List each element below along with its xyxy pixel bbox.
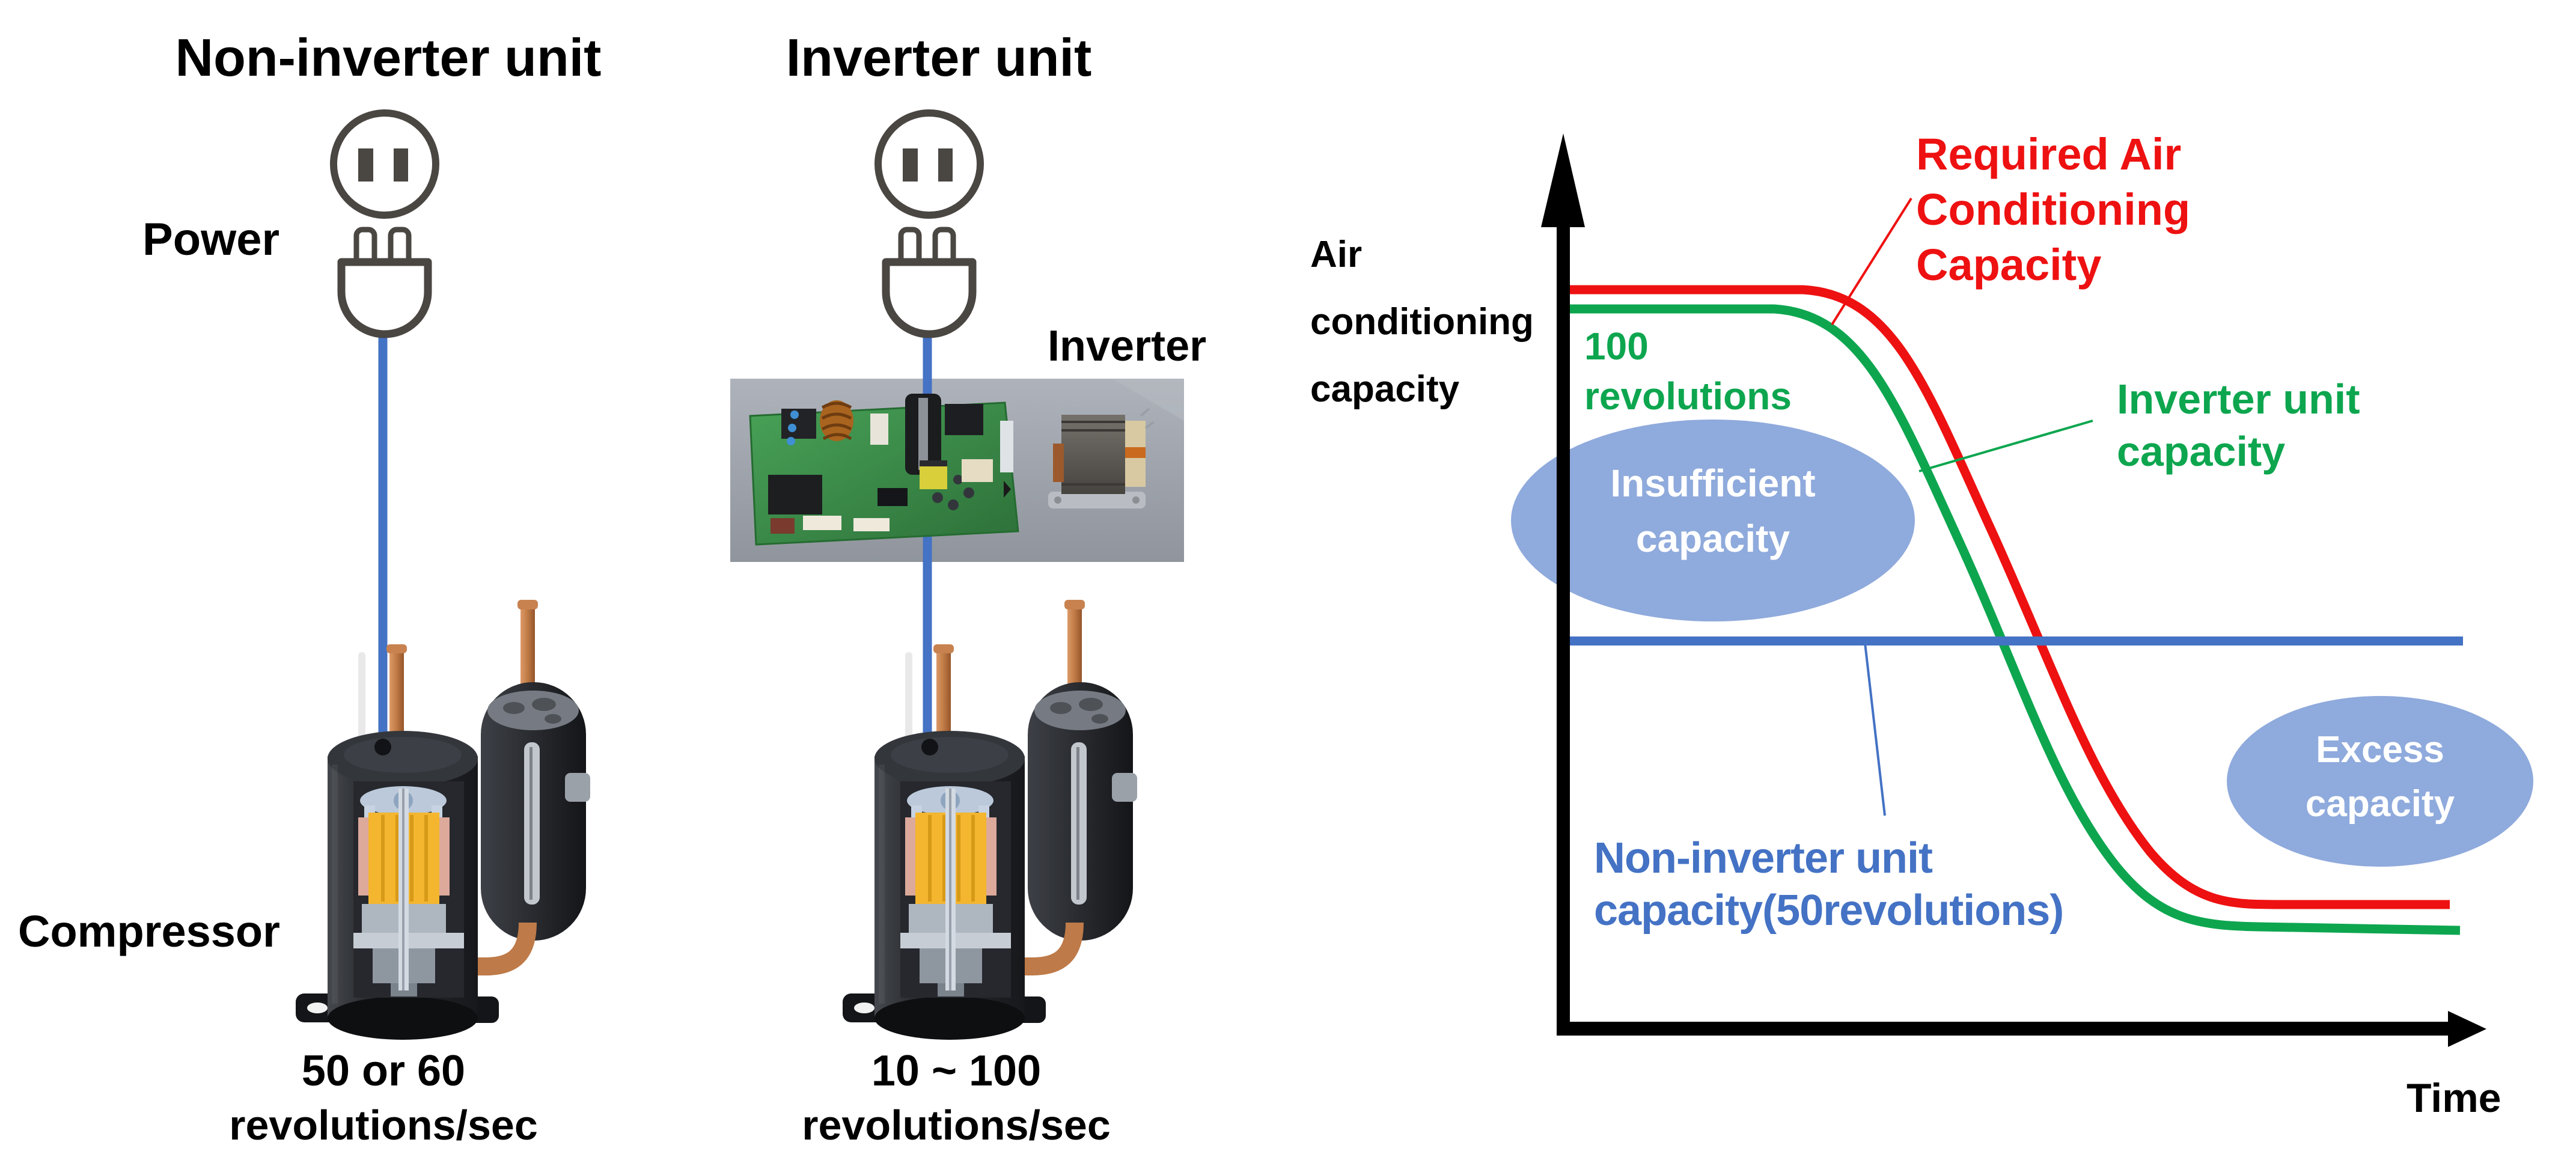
non-inverter-label-line1: Non-inverter unit	[1594, 834, 1933, 882]
y-axis-label: Air conditioning capacity	[1310, 234, 1534, 410]
x-axis	[1557, 1011, 2486, 1047]
y-axis	[1541, 133, 1585, 1036]
insufficient-capacity-label: Insufficient capacity	[1610, 462, 1815, 560]
inverter-pcb-board	[749, 394, 1019, 546]
non-inverter-callout-line	[1864, 642, 1886, 816]
required-capacity-curve	[1565, 285, 2450, 909]
compressor-illustration-right	[843, 600, 1137, 1040]
speed-left-line2: revolutions/sec	[229, 1102, 538, 1149]
insufficient-line2: capacity	[1636, 517, 1790, 560]
inverter-capacity-line2: capacity	[2117, 428, 2285, 475]
speed-left-line1: 50 or 60	[302, 1047, 465, 1095]
hundred-revolutions-label: 100 revolutions	[1584, 325, 1792, 418]
required-label-line3: Capacity	[1916, 240, 2101, 290]
y-axis-label-line1: Air	[1310, 234, 1362, 275]
non-inverter-label-line2: capacity(50revolutions)	[1594, 887, 2063, 935]
excess-capacity-label: Excess capacity	[2306, 729, 2455, 825]
y-axis-label-line2: conditioning	[1310, 301, 1534, 343]
inverter-label: Inverter	[1048, 322, 1206, 370]
compressor-label: Compressor	[18, 906, 280, 956]
power-label: Power	[142, 214, 279, 265]
inverter-capacity-curve	[1565, 304, 2461, 935]
y-axis-label-line3: capacity	[1310, 368, 1460, 410]
insufficient-line1: Insufficient	[1610, 462, 1815, 505]
power-outlet-plug-icon-right	[878, 113, 980, 334]
required-label-line2: Conditioning	[1916, 185, 2190, 234]
speed-right-line2: revolutions/sec	[802, 1102, 1111, 1149]
title-non-inverter-unit: Non-inverter unit	[175, 28, 602, 87]
non-inverter-capacity-line	[1565, 636, 2463, 645]
speed-right-line1: 10 ~ 100	[871, 1047, 1041, 1095]
required-label-line1: Required Air	[1916, 129, 2181, 179]
inverter-capacity-line1: Inverter unit	[2117, 376, 2360, 423]
required-callout-line	[1831, 197, 1912, 326]
excess-capacity-ellipse	[2227, 696, 2533, 867]
non-inverter-capacity-label: Non-inverter unit capacity(50revolutions…	[1594, 834, 2064, 935]
excess-line1: Excess	[2316, 729, 2444, 771]
insufficient-capacity-ellipse	[1511, 420, 1915, 621]
compressor-illustration-left	[296, 600, 590, 1040]
excess-line2: capacity	[2306, 783, 2455, 825]
time-label: Time	[2407, 1075, 2501, 1121]
required-capacity-label: Required Air Conditioning Capacity	[1916, 129, 2190, 290]
title-inverter-unit: Inverter unit	[786, 28, 1092, 87]
power-outlet-plug-icon	[334, 113, 436, 334]
hundred-revolutions-line2: revolutions	[1584, 374, 1792, 418]
inverter-capacity-label: Inverter unit capacity	[2117, 376, 2360, 475]
inverter-transformer	[1048, 407, 1155, 508]
hundred-revolutions-line1: 100	[1584, 325, 1649, 368]
inverter-callout-line	[1918, 420, 2093, 472]
